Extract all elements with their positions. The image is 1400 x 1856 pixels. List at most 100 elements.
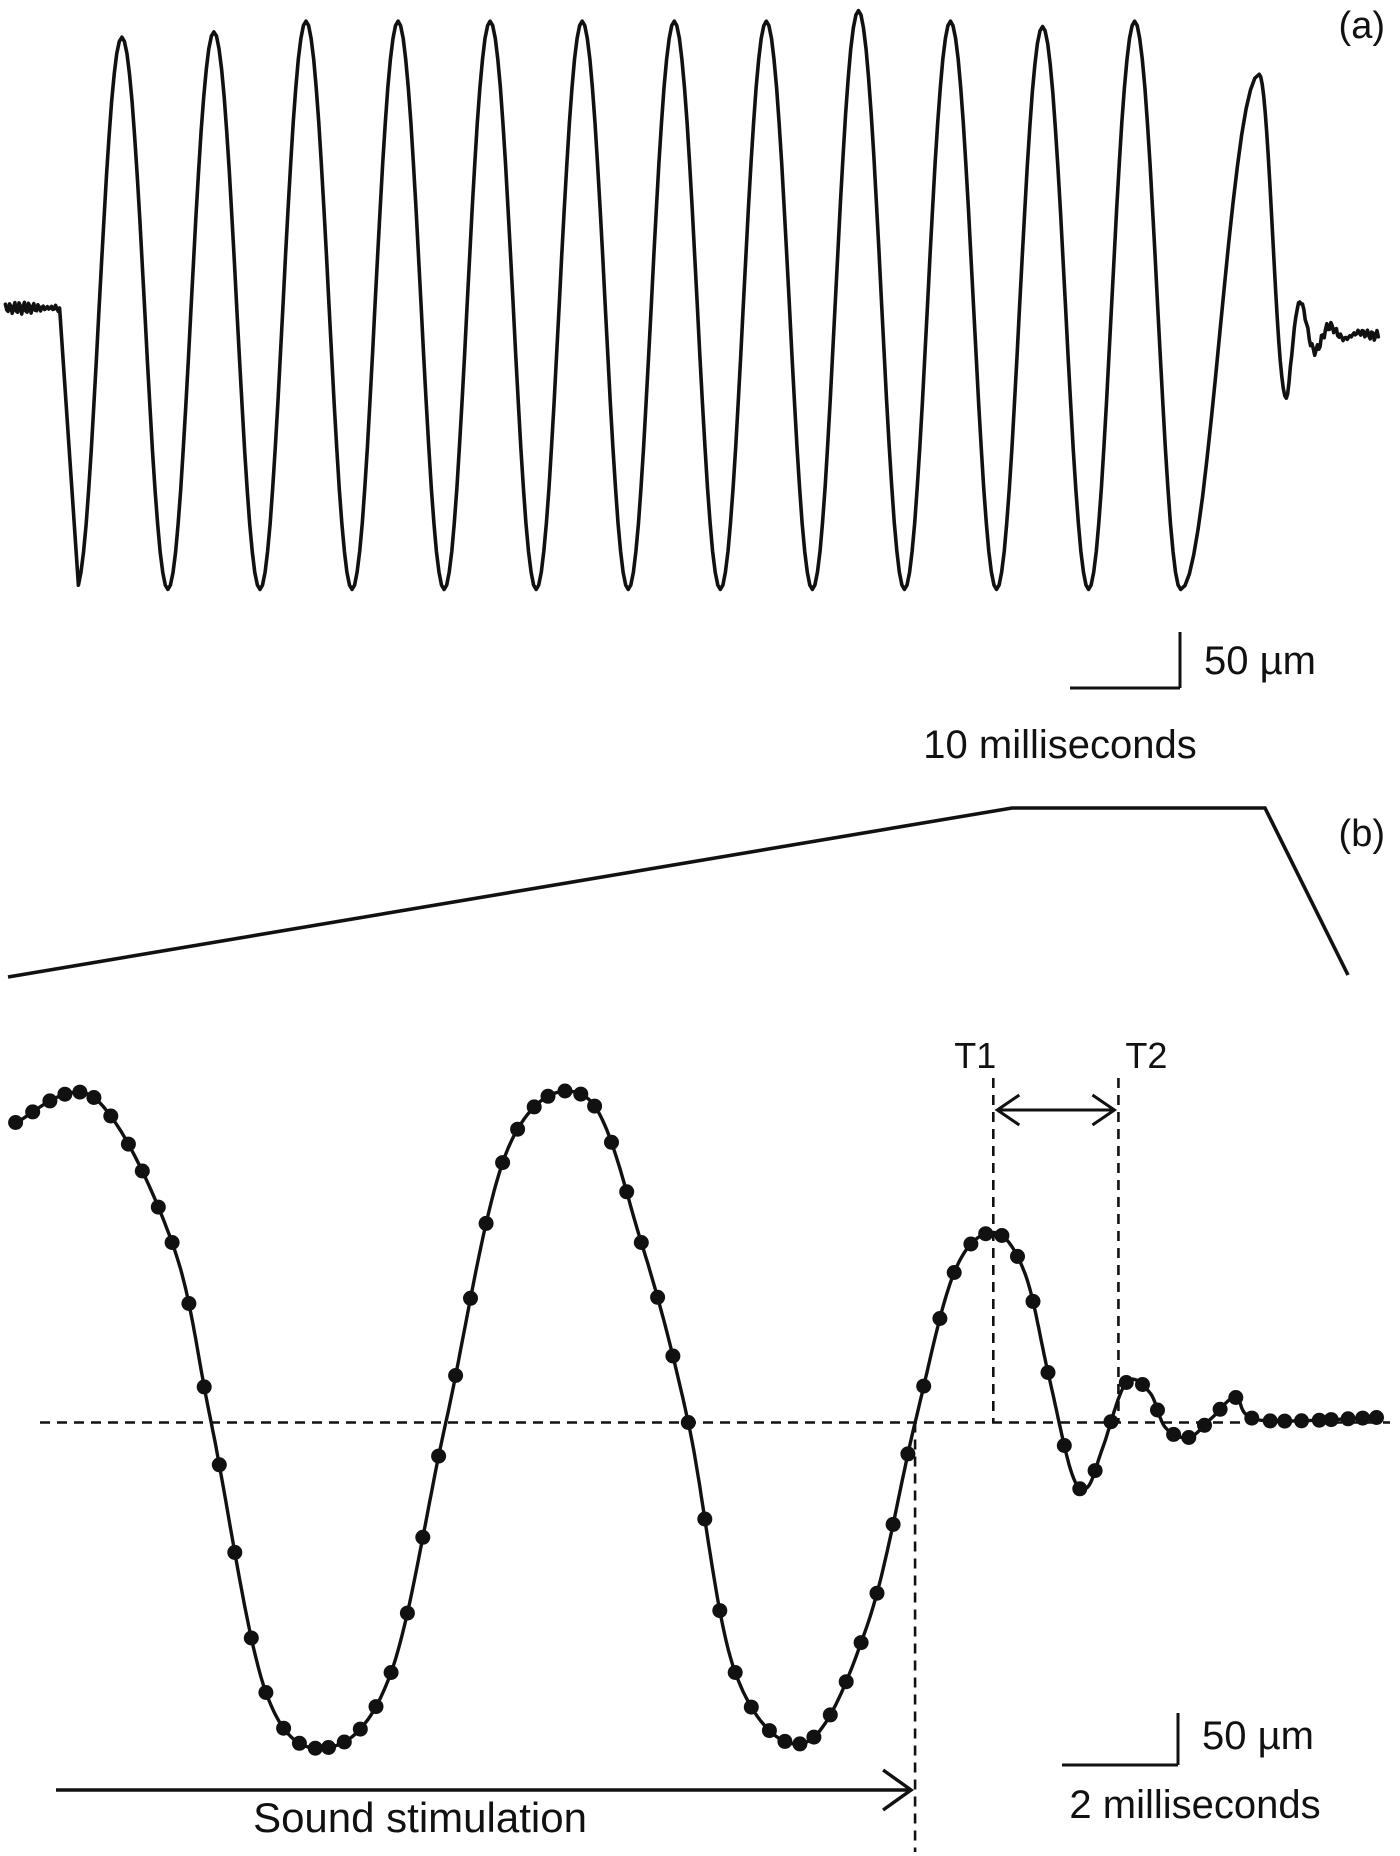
trace-b-marker xyxy=(258,1685,274,1700)
trace-b-marker xyxy=(57,1086,73,1102)
trace-b-marker xyxy=(1244,1410,1260,1426)
trace-b-marker xyxy=(650,1289,666,1305)
trace-b-marker xyxy=(680,1415,696,1430)
trace-b-marker xyxy=(291,1735,307,1751)
trace-b-marker xyxy=(853,1635,869,1651)
t1-label: T1 xyxy=(954,1035,996,1076)
scale-bar-b: 50 µm 2 milliseconds xyxy=(1062,1713,1321,1827)
trace-b-marker xyxy=(573,1086,589,1102)
trace-b-marker xyxy=(1212,1401,1228,1417)
sound-stimulation-arrow xyxy=(56,1768,915,1812)
t2-arrow-head xyxy=(1091,1093,1118,1127)
trace-b-marker xyxy=(1181,1430,1197,1445)
scale-bar-a: 50 µm 10 milliseconds xyxy=(923,632,1316,767)
trace-b-marker xyxy=(150,1199,166,1215)
trace-b-marker xyxy=(916,1378,932,1394)
trace-b-marker xyxy=(227,1544,243,1560)
panel-a-label: (a) xyxy=(1339,5,1385,47)
trace-b-marker xyxy=(1056,1438,1072,1453)
trace-b-marker xyxy=(431,1448,447,1464)
trace-b-marker xyxy=(42,1093,58,1109)
trace-b-marker xyxy=(495,1155,511,1171)
trace-b-marker xyxy=(478,1215,494,1231)
trace-b-marker xyxy=(587,1098,603,1114)
trace-b-marker xyxy=(164,1235,180,1250)
trace-b-marker xyxy=(1262,1413,1278,1429)
trace-b-marker xyxy=(1294,1413,1309,1429)
trace-b-marker xyxy=(1311,1412,1327,1428)
trace-b-marker xyxy=(321,1740,336,1755)
trace-b-marker xyxy=(134,1163,150,1179)
trace-b-marker xyxy=(1025,1293,1041,1309)
trace-b-marker xyxy=(399,1605,415,1621)
trace-b-marker xyxy=(352,1721,368,1737)
trace-b-marker xyxy=(806,1729,822,1745)
trace-b-marker xyxy=(8,1115,24,1130)
panel-a: (a) 50 µm 10 milliseconds xyxy=(3,5,1385,767)
trace-b-marker xyxy=(932,1311,948,1326)
scale-bar-b-y-label: 50 µm xyxy=(1202,1714,1314,1758)
scale-bar-b-x-label: 2 milliseconds xyxy=(1069,1783,1320,1827)
trace-b-marker xyxy=(336,1734,352,1750)
trace-b-marker xyxy=(276,1720,292,1736)
trace-b-marker xyxy=(838,1674,854,1690)
trace-b-marker xyxy=(633,1235,649,1250)
trace-b-marker xyxy=(1340,1411,1356,1427)
trace-b-marker xyxy=(181,1296,197,1311)
scale-bar-a-x-label: 10 milliseconds xyxy=(923,723,1196,767)
t1-arrow-head xyxy=(994,1093,1021,1127)
trace-b-marker xyxy=(557,1083,573,1099)
trace-b-marker xyxy=(1072,1481,1088,1497)
trace-b-marker xyxy=(994,1228,1010,1243)
trace-b-marker xyxy=(712,1603,728,1619)
trace-b-marker xyxy=(697,1511,713,1527)
trace-b-marker xyxy=(120,1136,136,1152)
trace-b-marker xyxy=(196,1379,212,1395)
trace-b-marker xyxy=(72,1084,88,1100)
zoom-connector xyxy=(7,806,1350,979)
trace-b-marker xyxy=(792,1736,808,1752)
trace-b-marker xyxy=(761,1723,777,1739)
trace-b-marker xyxy=(526,1099,542,1115)
trace-b-marker xyxy=(1118,1375,1134,1390)
panel-b-label: (b) xyxy=(1339,813,1385,855)
trace-b-marker xyxy=(822,1707,838,1723)
trace-b-marker xyxy=(619,1184,635,1200)
trace-b-marker xyxy=(86,1090,102,1105)
trace-b-marker xyxy=(25,1104,41,1120)
trace-b-marker xyxy=(1228,1390,1244,1405)
trace-b-marker xyxy=(727,1665,743,1680)
trace-b-marker xyxy=(1323,1412,1339,1428)
trace-b-marker xyxy=(510,1121,526,1137)
trace-b-marker xyxy=(604,1134,619,1150)
scale-bar-a-y-label: 50 µm xyxy=(1204,639,1316,683)
trace-a-line xyxy=(3,8,1381,592)
trace-b-marker xyxy=(1355,1410,1371,1426)
trace-b-marker xyxy=(1166,1426,1182,1442)
trace-b-marker xyxy=(540,1088,556,1104)
stim-arrow-head xyxy=(882,1768,915,1812)
trace-b-marker xyxy=(978,1226,994,1242)
trace-b-marker xyxy=(448,1368,464,1383)
trace-b-marker xyxy=(743,1699,759,1715)
trace-b-marker xyxy=(1040,1365,1056,1380)
trace-b-markers xyxy=(8,1083,1384,1756)
trace-b-marker xyxy=(777,1733,793,1749)
trace-b-marker xyxy=(383,1665,399,1680)
trace-b-marker xyxy=(463,1290,478,1306)
trace-b-marker xyxy=(243,1630,259,1646)
trace-b-marker xyxy=(1277,1413,1293,1429)
trace-b-marker xyxy=(1135,1377,1150,1392)
trace-b-marker xyxy=(1197,1417,1212,1433)
t2-label: T2 xyxy=(1125,1035,1167,1076)
trace-b-marker xyxy=(368,1699,384,1715)
trace-b-marker xyxy=(211,1457,227,1473)
trace-b-marker xyxy=(307,1740,323,1756)
trace-b-marker xyxy=(946,1265,962,1280)
trace-b-marker xyxy=(869,1585,885,1601)
trace-b-marker xyxy=(900,1446,916,1462)
trace-b-marker xyxy=(1369,1410,1384,1425)
panel-b: (b) T1 T2 Sound stimulation 50 µm 2 mill… xyxy=(8,813,1390,1852)
trace-b-marker xyxy=(885,1516,901,1532)
